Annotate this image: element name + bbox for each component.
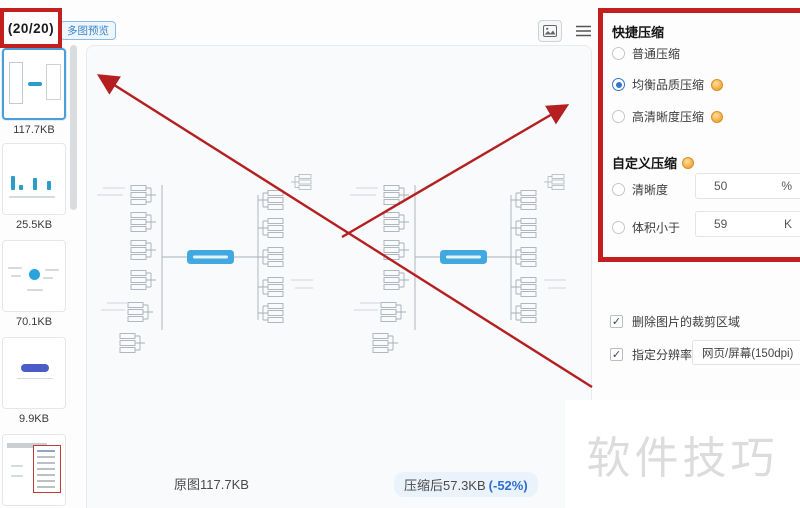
thumbnail-size-2: 25.5KB bbox=[15, 219, 53, 231]
image-icon[interactable] bbox=[538, 20, 562, 42]
radio-unchecked-icon[interactable] bbox=[612, 47, 625, 60]
custom-compress-title: 自定义压缩 bbox=[612, 153, 695, 172]
option-label: 体积小于 bbox=[632, 221, 681, 235]
watermark-text: 软件技巧 bbox=[586, 434, 779, 483]
option-balanced-compress[interactable]: 均衡品质压缩 bbox=[612, 76, 724, 93]
image-counter-text: (20/20) bbox=[7, 20, 55, 36]
checkbox-label: 指定分辨率 bbox=[632, 348, 693, 362]
option-clarity[interactable]: 清晰度 bbox=[612, 181, 668, 198]
size-under-field: K bbox=[695, 211, 800, 237]
resolution-dropdown-value: 网页/屏幕(150dpi) bbox=[702, 347, 794, 360]
hamburger-icon[interactable] bbox=[576, 25, 591, 37]
thumbnail-size-1: 117.7KB bbox=[13, 124, 55, 136]
remove-crop-area-option[interactable]: ✓ 删除图片的裁剪区域 bbox=[610, 313, 740, 330]
sidebar-scrollbar[interactable] bbox=[70, 45, 77, 508]
radio-unchecked-icon[interactable] bbox=[612, 110, 625, 123]
diagram-thumbnail bbox=[4, 50, 64, 118]
option-normal-compress[interactable]: 普通压缩 bbox=[612, 45, 680, 62]
gold-coin-icon bbox=[711, 78, 724, 91]
thumbnail-item-4[interactable] bbox=[2, 337, 66, 409]
preview-toolbar bbox=[538, 20, 591, 42]
checkbox-checked-icon[interactable]: ✓ bbox=[610, 348, 623, 361]
radio-checked-icon[interactable] bbox=[612, 78, 625, 91]
thumbnail-size-3: 70.1KB bbox=[15, 316, 53, 328]
checkbox-label: 删除图片的裁剪区域 bbox=[632, 315, 741, 329]
option-label: 普通压缩 bbox=[632, 47, 681, 61]
thumbnail-item-1[interactable] bbox=[2, 48, 66, 120]
blue-button-ui-thumbnail bbox=[3, 338, 65, 408]
image-counter: (20/20) bbox=[2, 10, 60, 46]
size-under-input[interactable] bbox=[696, 216, 776, 232]
compressed-size-label: 压缩后57.3KB(-52%) bbox=[394, 472, 538, 497]
mindmap-original bbox=[95, 160, 330, 365]
scrollbar-thumb[interactable] bbox=[70, 45, 77, 210]
watermark: 软件技巧 bbox=[565, 400, 800, 508]
compression-percent: (-52%) bbox=[488, 478, 528, 493]
thumbnail-item-2[interactable] bbox=[2, 143, 66, 215]
clarity-unit: % bbox=[781, 179, 792, 193]
resolution-dropdown[interactable]: 网页/屏幕(150dpi) bbox=[692, 340, 800, 365]
option-label: 清晰度 bbox=[632, 183, 669, 197]
specify-resolution-option[interactable]: ✓ 指定分辨率 bbox=[610, 346, 692, 363]
compression-settings-panel: 快捷压缩 普通压缩 均衡品质压缩 高清晰度压缩 自定义压缩 清晰度 % 体积小于… bbox=[598, 8, 800, 262]
quick-compress-title: 快捷压缩 bbox=[612, 25, 665, 40]
original-size-label: 原图117.7KB bbox=[174, 477, 249, 492]
thumbnail-item-5[interactable] bbox=[2, 434, 66, 506]
compression-result-row: 原图117.7KB 压缩后57.3KB(-52%) bbox=[86, 472, 592, 497]
gold-coin-icon bbox=[711, 110, 724, 123]
option-size-under[interactable]: 体积小于 bbox=[612, 219, 680, 236]
mindmap-compressed bbox=[348, 160, 583, 365]
blue-dot-sketch-thumbnail bbox=[3, 241, 65, 311]
thumbnail-size-4: 9.9KB bbox=[19, 413, 49, 425]
multi-image-preview-badge[interactable]: 多图预览 bbox=[60, 21, 116, 40]
radio-unchecked-icon[interactable] bbox=[612, 183, 625, 196]
size-under-unit: K bbox=[783, 217, 792, 231]
bar-chart-thumbnail bbox=[3, 144, 65, 214]
thumbnail-item-3[interactable] bbox=[2, 240, 66, 312]
clarity-input[interactable] bbox=[696, 178, 776, 194]
compressed-size-text: 压缩后57.3KB bbox=[404, 478, 486, 493]
option-hd-compress[interactable]: 高清晰度压缩 bbox=[612, 108, 724, 125]
screenshot-with-red-menu-thumbnail bbox=[3, 435, 65, 505]
thumbnail-sidebar: 117.7KB 25.5KB 70.1KB 9.9KB bbox=[0, 0, 80, 508]
checkbox-checked-icon[interactable]: ✓ bbox=[610, 315, 623, 328]
option-label: 高清晰度压缩 bbox=[632, 110, 705, 124]
option-label: 均衡品质压缩 bbox=[632, 78, 705, 92]
gold-coin-icon bbox=[682, 156, 695, 169]
radio-unchecked-icon[interactable] bbox=[612, 221, 625, 234]
clarity-field: % bbox=[695, 173, 800, 199]
badge-label: 多图预览 bbox=[67, 25, 109, 37]
